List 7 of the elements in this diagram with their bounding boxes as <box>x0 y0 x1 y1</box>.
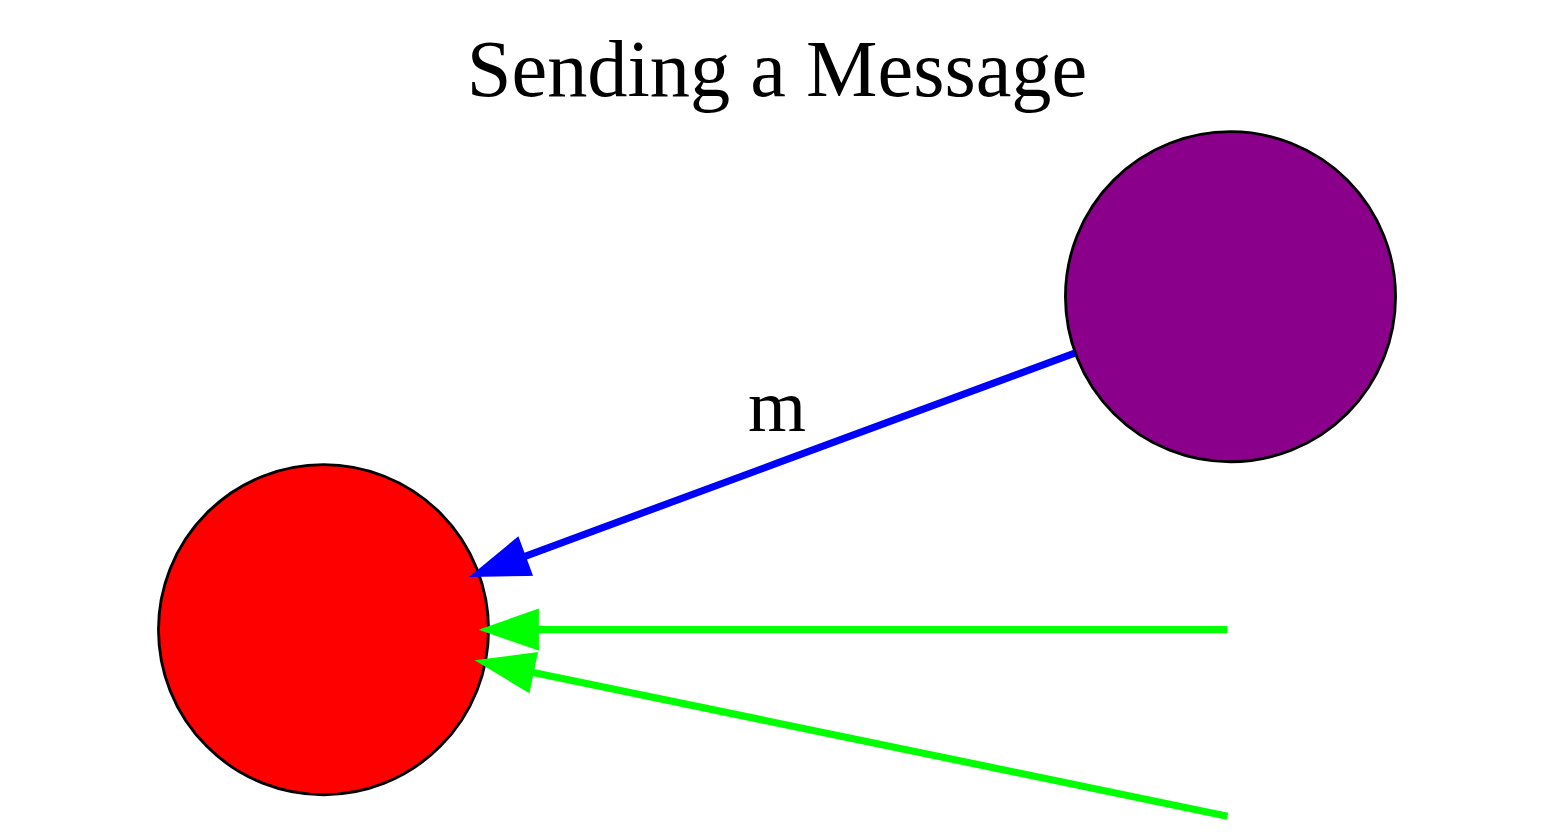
arrow <box>468 349 1076 577</box>
edge-label: m <box>747 365 806 448</box>
arrow <box>478 608 1227 651</box>
node-circle <box>156 463 490 797</box>
diagram-title: Sending a Message <box>466 23 1087 113</box>
node-circle <box>1063 130 1397 464</box>
arrow <box>474 651 1228 820</box>
